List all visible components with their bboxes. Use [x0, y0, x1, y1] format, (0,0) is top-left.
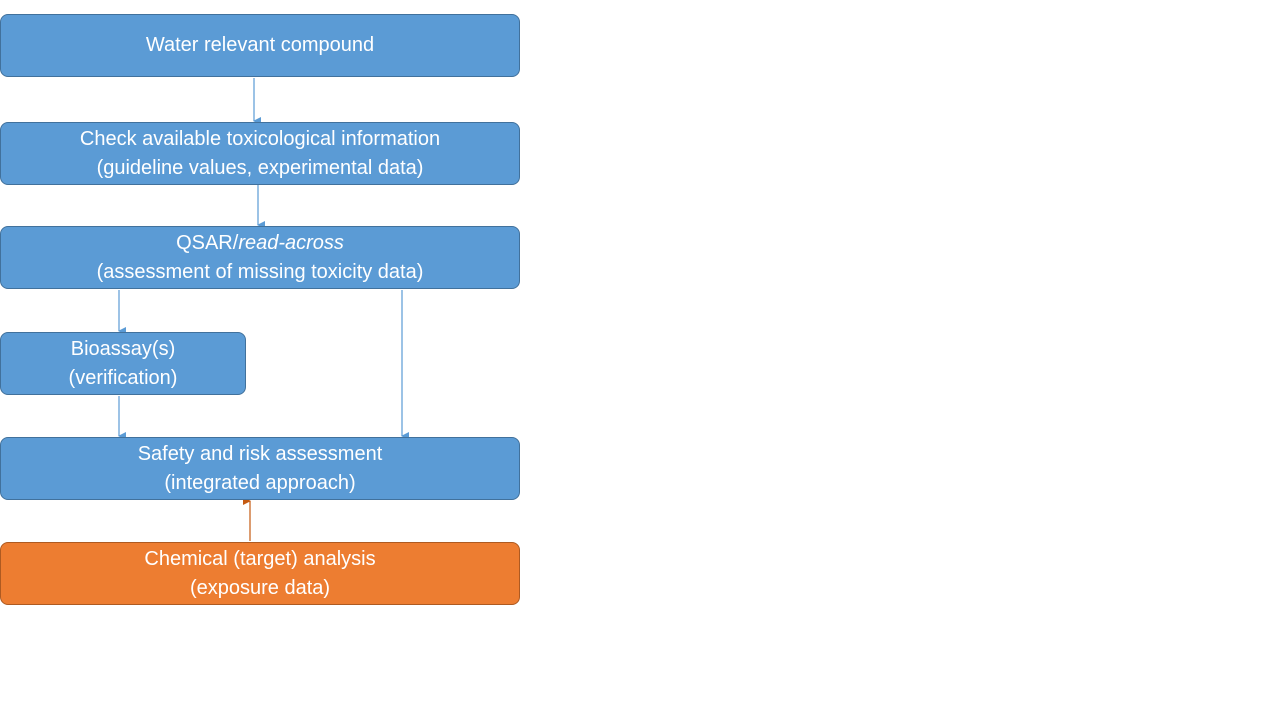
- node-label: Water relevant compound: [145, 34, 375, 56]
- node-label: Chemical (target) analysis: [144, 547, 376, 570]
- node-label-italic: read-across: [238, 231, 344, 254]
- node-safety-risk-assessment: Safety and risk assessment (integrated a…: [0, 437, 520, 500]
- node-qsar-read-across: QSAR/read-across (assessment of missing …: [0, 226, 520, 289]
- node-label: Check available toxicological informatio…: [79, 127, 441, 150]
- node-sublabel: (assessment of missing toxicity data): [96, 260, 424, 283]
- node-label: Bioassay(s): [70, 337, 176, 360]
- node-sublabel: (verification): [68, 366, 178, 389]
- node-sublabel: (integrated approach): [164, 471, 356, 494]
- node-water-relevant-compound: Water relevant compound: [0, 14, 520, 77]
- node-check-toxicological-info: Check available toxicological informatio…: [0, 122, 520, 185]
- node-bioassays: Bioassay(s) (verification): [0, 332, 246, 395]
- node-chemical-target-analysis: Chemical (target) analysis (exposure dat…: [0, 542, 520, 605]
- node-label-prefix: QSAR/: [176, 231, 239, 254]
- node-label: QSAR/read-across: [176, 229, 344, 258]
- node-sublabel: (guideline values, experimental data): [96, 156, 424, 179]
- node-label: Safety and risk assessment: [137, 442, 383, 465]
- node-sublabel: (exposure data): [189, 576, 331, 599]
